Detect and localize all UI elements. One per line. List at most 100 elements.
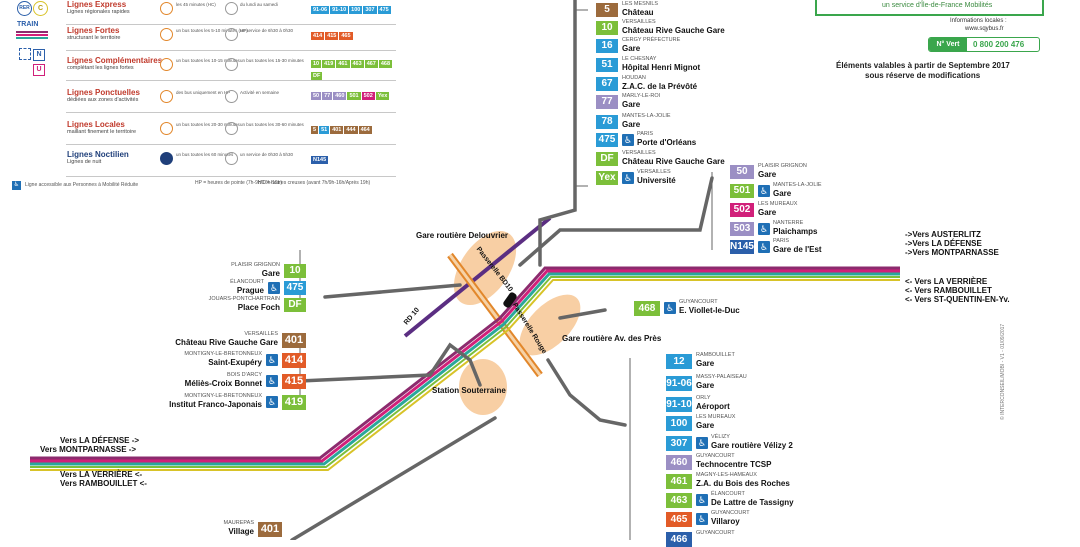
line-badge-16[interactable]: 16 [596, 39, 618, 53]
line-chip: 465 [339, 32, 353, 40]
rer-c-icon: C [33, 1, 48, 16]
line-chip: 91-10 [330, 6, 349, 14]
legend-title: Lignes Noctilien [67, 150, 129, 159]
line-badge-475[interactable]: 475 [596, 133, 618, 147]
legend-title: Lignes Complémentaires [67, 56, 163, 65]
hc-note: HC = heures creuses (avant 7h/9h-16h/Apr… [258, 180, 371, 186]
stop-name: Saint-Exupéry [208, 358, 262, 367]
line-badge-501[interactable]: 501 [730, 184, 754, 198]
dir-montparnasse-left: Vers MONTPARNASSE -> [40, 445, 137, 454]
hub-souterraine [459, 359, 507, 415]
stop-name: Gare [261, 269, 280, 278]
stop-city: MASSY-PALAISEAU [696, 374, 747, 380]
line-badge-460[interactable]: 460 [666, 455, 692, 470]
rail-marker [503, 292, 517, 308]
stop-name: Villaroy [711, 517, 740, 526]
nvert-badge: N° Vert 0 800 200 476 [928, 37, 1040, 52]
stop-city: MAGNY-LES-HAMEAUX [696, 472, 757, 478]
line-badge-n145[interactable]: N145 [730, 240, 754, 254]
line-chip: 464 [358, 126, 372, 134]
line-badge-461[interactable]: 461 [666, 474, 692, 489]
stop-name: Gare [622, 120, 641, 129]
info-site[interactable]: www.sqybus.fr [965, 26, 1004, 32]
line-badge-463[interactable]: 463 [666, 493, 692, 508]
stop-city: PLAISIR GRIGNON [231, 262, 280, 268]
stop-city: MONTIGNY-LE-BRETONNEUX [184, 351, 262, 357]
line-badge-67[interactable]: 67 [596, 77, 618, 91]
accessible-note: Ligne accessible aux Personnes à Mobilit… [25, 182, 139, 188]
passerelle-bd10-inner [448, 254, 542, 376]
line-chip: 91-06 [311, 6, 330, 14]
line-chip: 307 [363, 6, 377, 14]
legend-subtitle: dédiées aux zones d'activités [67, 97, 139, 103]
train-lines-icon [16, 31, 48, 40]
line-badge-419[interactable]: 419 [282, 395, 306, 410]
stop-name: Gare [773, 189, 792, 198]
dir-sqy-right: <- Vers ST-QUENTIN-EN-Yv. [905, 295, 1010, 304]
line-badge-415[interactable]: 415 [282, 374, 306, 389]
rail-bundle [30, 266, 900, 471]
stop-city: VERSAILLES [622, 19, 656, 25]
stop-city: ÉLANCOURT [230, 279, 264, 285]
line-chip: 444 [344, 126, 358, 134]
service-clock-icon [225, 152, 238, 165]
stop-city: MAUREPAS [223, 520, 254, 526]
hp-note: HP = heures de pointe (7h-9h/16h-19h) [195, 180, 283, 186]
site-souterraine: Station Souterraine [432, 386, 506, 395]
legend-subtitle: Lignes régionales rapides [67, 9, 130, 15]
frequency-clock-icon [160, 152, 173, 165]
line-badge-91-10[interactable]: 91-10 [666, 397, 692, 412]
line-badge-5[interactable]: 5 [596, 3, 618, 17]
line-badge-414[interactable]: 414 [282, 353, 306, 368]
line-badge-10[interactable]: 10 [284, 264, 306, 278]
dir-verriere-left: Vers LA VERRIÈRE <- [60, 470, 143, 479]
line-badge-475[interactable]: 475 [284, 281, 306, 295]
dir-rambouillet-right: <- Vers RAMBOUILLET [905, 286, 992, 295]
accessible-icon: ♿ [266, 396, 278, 408]
legend-chips: N145 [311, 152, 396, 164]
accessible-icon: ♿ [268, 282, 280, 294]
stop-name: Gare [622, 100, 641, 109]
nvert-number: 0 800 200 476 [973, 40, 1025, 49]
stop-name: Château [622, 8, 654, 17]
line-badge-502[interactable]: 502 [730, 203, 754, 217]
line-chip: 415 [325, 32, 339, 40]
line-badge-77[interactable]: 77 [596, 95, 618, 109]
line-badge-yex[interactable]: Yex [596, 171, 618, 185]
line-badge-df[interactable]: DF [596, 152, 618, 166]
stop-name: Gare [696, 359, 715, 368]
stop-city: ORLY [696, 395, 711, 401]
hub-pres [519, 294, 581, 356]
service-label: un service d'Île-de-France Mobilités [882, 2, 993, 9]
line-badge-10[interactable]: 10 [596, 21, 618, 35]
line-badge-91-06[interactable]: 91-06 [666, 376, 692, 391]
legend-subtitle: maillant finement le territoire [67, 129, 137, 135]
stop-city: LES MESNILS [622, 1, 659, 7]
line-badge-12[interactable]: 12 [666, 354, 692, 369]
service-clock-icon [225, 58, 238, 71]
stop-city: MONTIGNY-LE-BRETONNEUX [184, 393, 262, 399]
line-badge-50[interactable]: 50 [730, 165, 754, 179]
line-chip: DF [311, 72, 323, 80]
line-badge-307[interactable]: 307 [666, 436, 692, 451]
legend-subtitle: Lignes de nuit [67, 159, 102, 165]
margin-note: © INTERCONSEIL/MOBI - V1 - 01/09/2017 [1000, 323, 1006, 420]
line-badge-503[interactable]: 503 [730, 222, 754, 236]
stop-city: MANTES-LA-JOLIE [622, 113, 671, 119]
stop-name: Prague [236, 286, 264, 295]
line-badge-465[interactable]: 465 [666, 512, 692, 527]
line-badge-401[interactable]: 401 [258, 522, 282, 537]
line-chip: 51 [319, 126, 330, 134]
line-chip: Yex [375, 92, 390, 100]
stop-name: Hôpital Henri Mignot [622, 63, 701, 72]
line-badge-401[interactable]: 401 [282, 333, 306, 348]
line-badge-78[interactable]: 78 [596, 115, 618, 129]
line-badge-100[interactable]: 100 [666, 416, 692, 431]
line-badge-51[interactable]: 51 [596, 58, 618, 72]
stop-name: Aéroport [696, 402, 730, 411]
line-badge-df[interactable]: DF [284, 298, 306, 312]
stop-name: De Lattre de Tassigny [711, 498, 794, 507]
line-badge-468[interactable]: 468 [634, 301, 660, 316]
